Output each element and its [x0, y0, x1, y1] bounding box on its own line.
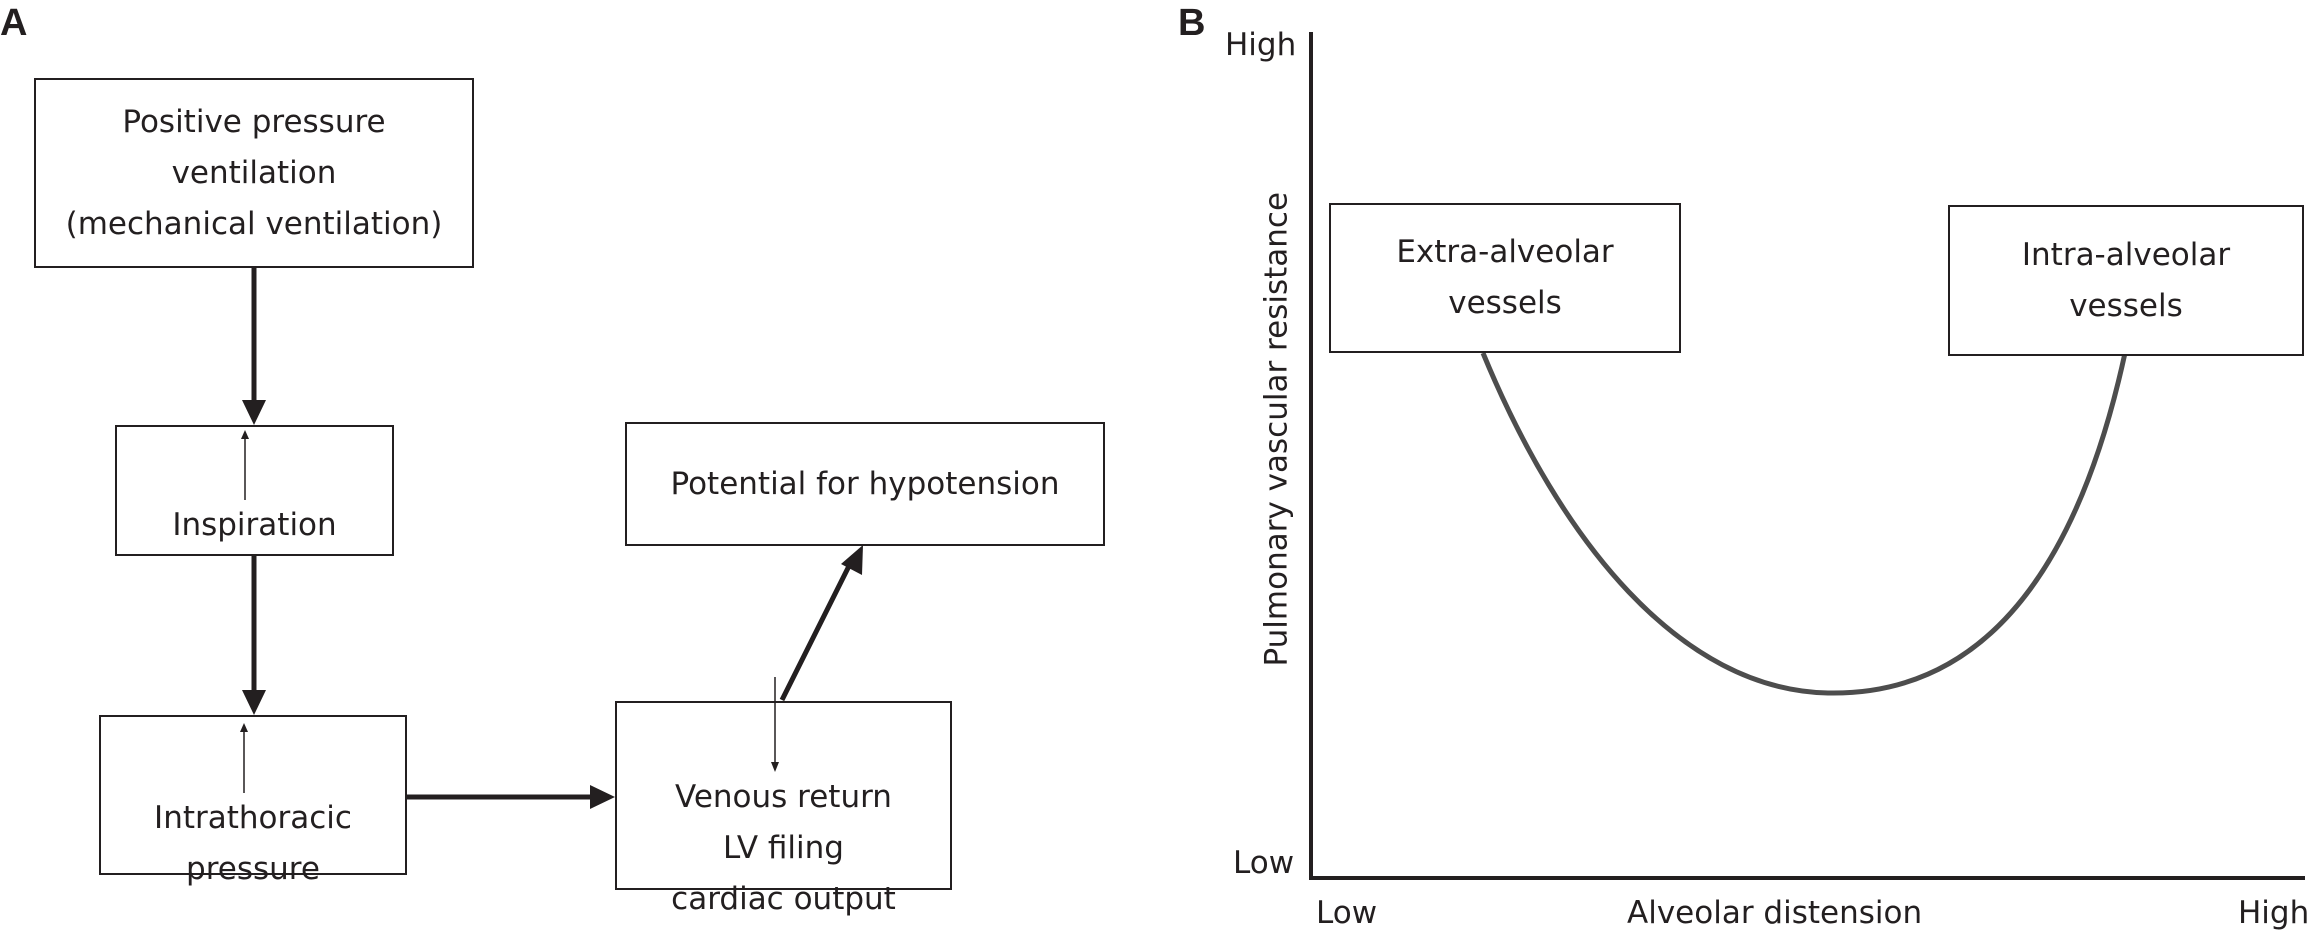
- arrowhead-inspiration-to-intrathoracic: [242, 690, 266, 715]
- arrowhead-intrathoracic-to-venous: [590, 785, 615, 809]
- hypotension-label: Potential for hypotension: [670, 465, 1060, 502]
- x-axis-low-label: Low: [1316, 895, 1378, 931]
- venous-return-box: Venous return LV filing cardiac output: [615, 676, 952, 917]
- x-axis-title: Alveolar distension: [1627, 895, 1923, 931]
- ppv-box: Positive pressure ventilation (mechanica…: [34, 78, 474, 268]
- arrowhead-venous-to-hypotension: [841, 545, 863, 575]
- arrow-venous-to-hypotension: [779, 558, 855, 702]
- venous-line-2: LV filing: [722, 829, 844, 866]
- intrathoracic-line-2: pressure: [186, 851, 320, 887]
- panel-b-letter: B: [1178, 2, 1206, 44]
- panel-a-letter: A: [0, 2, 28, 44]
- resistance-curve: [1480, 352, 2128, 696]
- y-axis-low-label: Low: [1233, 845, 1295, 881]
- intra-alveolar-line-1: Intra-alveolar: [2021, 236, 2231, 273]
- up-arrow-icon: [241, 430, 250, 500]
- inspiration-box: Inspiration: [115, 425, 394, 556]
- intrathoracic-box: Intrathoracic pressure: [99, 715, 407, 887]
- down-arrow-icon: [770, 676, 779, 772]
- ppv-line-1: Positive pressure: [122, 103, 386, 140]
- extra-alveolar-box: Extra-alveolar vessels: [1329, 203, 1681, 353]
- up-arrow-icon: [240, 723, 248, 793]
- hypotension-box: Potential for hypotension: [625, 422, 1105, 546]
- y-axis-high-label: High: [1225, 27, 1297, 63]
- extra-alveolar-line-1: Extra-alveolar: [1396, 234, 1614, 270]
- intra-alveolar-line-2: vessels: [2069, 287, 2183, 324]
- venous-line-3: cardiac output: [671, 880, 896, 917]
- inspiration-label: Inspiration: [172, 507, 337, 543]
- venous-line-1: Venous return: [675, 778, 892, 815]
- arrowhead-ppv-to-inspiration: [242, 400, 266, 425]
- ppv-line-2: ventilation: [171, 154, 337, 191]
- extra-alveolar-line-2: vessels: [1448, 285, 1562, 321]
- x-axis-high-label: High: [2238, 895, 2309, 931]
- ppv-line-3: (mechanical ventilation): [65, 205, 443, 242]
- intra-alveolar-box: Intra-alveolar vessels: [1948, 205, 2304, 356]
- intrathoracic-line-1: Intrathoracic: [154, 800, 352, 836]
- y-axis-title: Pulmonary vascular resistance: [1258, 191, 1295, 667]
